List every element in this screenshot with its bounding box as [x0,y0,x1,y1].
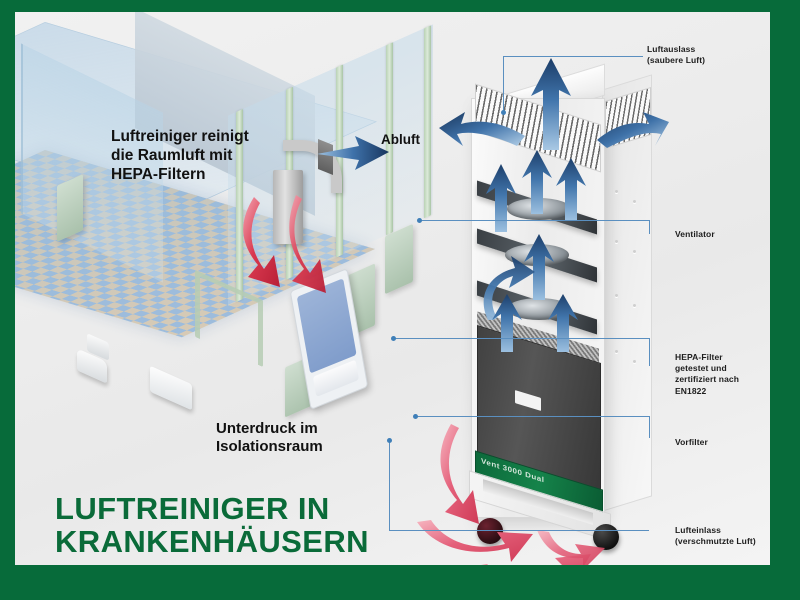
callout-leader-ventilator-v [649,220,650,234]
callout-leader-vorfilter-v [649,416,650,438]
panel-rivet [633,200,636,203]
poster-canvas: Luftreiniger reinigt die Raumluft mit HE… [15,12,770,565]
callout-label-lufteinlass: Lufteinlass (verschmutzte Luft) [675,525,756,547]
callout-leader-luftauslass-h [503,56,643,57]
callout-dot-lufteinlass [387,438,392,443]
fan-disc [505,244,569,266]
callout-leader-ventilator-h [419,220,649,221]
wall-mullion [424,25,431,219]
air-purifier-device: Vent 3000 Dual [417,58,669,565]
room-cabinet [57,174,83,242]
room-cabinet [385,223,413,295]
isolation-room-illustration [15,12,445,430]
fan-disc [507,198,571,220]
panel-rivet [633,304,636,307]
panel-rivet [633,360,636,363]
callout-leader-lufteinlass-v [389,440,390,530]
callout-label-hepa: HEPA-Filter getestet und zertifiziert na… [675,352,740,396]
callout-leader-hepa-v [649,338,650,366]
panel-rivet [615,350,618,353]
device-caster-wheel [477,518,503,544]
callout-leader-vorfilter-h [415,416,649,417]
callout-leader-lufteinlass-h [389,530,649,531]
callout-dot-ventilator [417,218,422,223]
device-caster-wheel [593,524,619,550]
panel-rivet [615,294,618,297]
panel-rivet [633,250,636,253]
callout-label-vorfilter: Vorfilter [675,437,708,447]
negative-pressure-label: Unterdruck im Isolationsraum [216,420,323,456]
callout-leader-hepa-h [393,338,649,339]
room-headline-text: Luftreiniger reinigt die Raumluft mit HE… [111,128,249,183]
exhaust-wall-outlet [318,138,333,176]
callout-dot-vorfilter [413,414,418,419]
panel-rivet [615,190,618,193]
callout-dot-luftauslass [501,110,506,115]
panel-rivet [615,240,618,243]
callout-label-ventilator: Ventilator [675,229,715,239]
room-sink [150,365,192,411]
callout-leader-luftauslass-v [503,56,504,112]
fan-disc [507,298,571,320]
callout-label-luftauslass: Luftauslass (saubere Luft) [647,44,706,66]
exhaust-air-label: Abluft [381,132,420,147]
callout-dot-hepa [391,336,396,341]
poster-title: LUFTREINIGER IN KRANKENHÄUSERN [55,491,369,560]
